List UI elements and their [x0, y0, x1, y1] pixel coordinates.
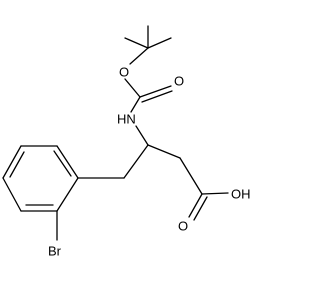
bond-acid-to-oh	[201, 192, 229, 195]
ring-bond-1-inner	[53, 150, 72, 177]
carboxylic-acid-o-label: O	[178, 219, 188, 234]
bond-acid-double-2	[193, 196, 208, 221]
ring-bond-1	[56, 145, 79, 179]
molecule-structure: O O HN OH O Br	[2, 25, 251, 259]
bond-oxygen-to-carbonyl	[124, 78, 141, 98]
bond-ch2-to-acid-carbon	[179, 157, 203, 195]
atom-labels: O O HN OH O Br	[48, 65, 251, 259]
bond-tbu-methyl-left	[124, 37, 149, 49]
bond-nh-to-ch	[135, 125, 149, 146]
bond-carbonyl-double-2	[141, 90, 173, 103]
bond-carbonyl-double-1	[139, 85, 172, 98]
ring-bond-4	[2, 177, 22, 212]
bond-tbu-to-oxygen	[129, 47, 149, 65]
ester-oxygen-label: O	[119, 65, 129, 80]
carbonyl-oxygen-label: O	[174, 74, 184, 89]
bonds	[2, 25, 229, 241]
bond-ch-to-ch2-right	[147, 144, 181, 159]
bond-ch-to-ch2-left	[123, 144, 149, 179]
bond-tbu-methyl-right	[147, 37, 172, 49]
bromine-label: Br	[48, 244, 62, 259]
ring-bond-3-inner	[9, 151, 25, 178]
amine-label: HN	[117, 112, 136, 127]
carboxylic-acid-oh-label: OH	[231, 187, 251, 202]
bond-acid-double-1	[188, 193, 203, 218]
ring-bond-3	[2, 145, 22, 179]
bond-carbonyl-to-nh	[130, 96, 141, 113]
ring-bond-6	[56, 177, 79, 212]
